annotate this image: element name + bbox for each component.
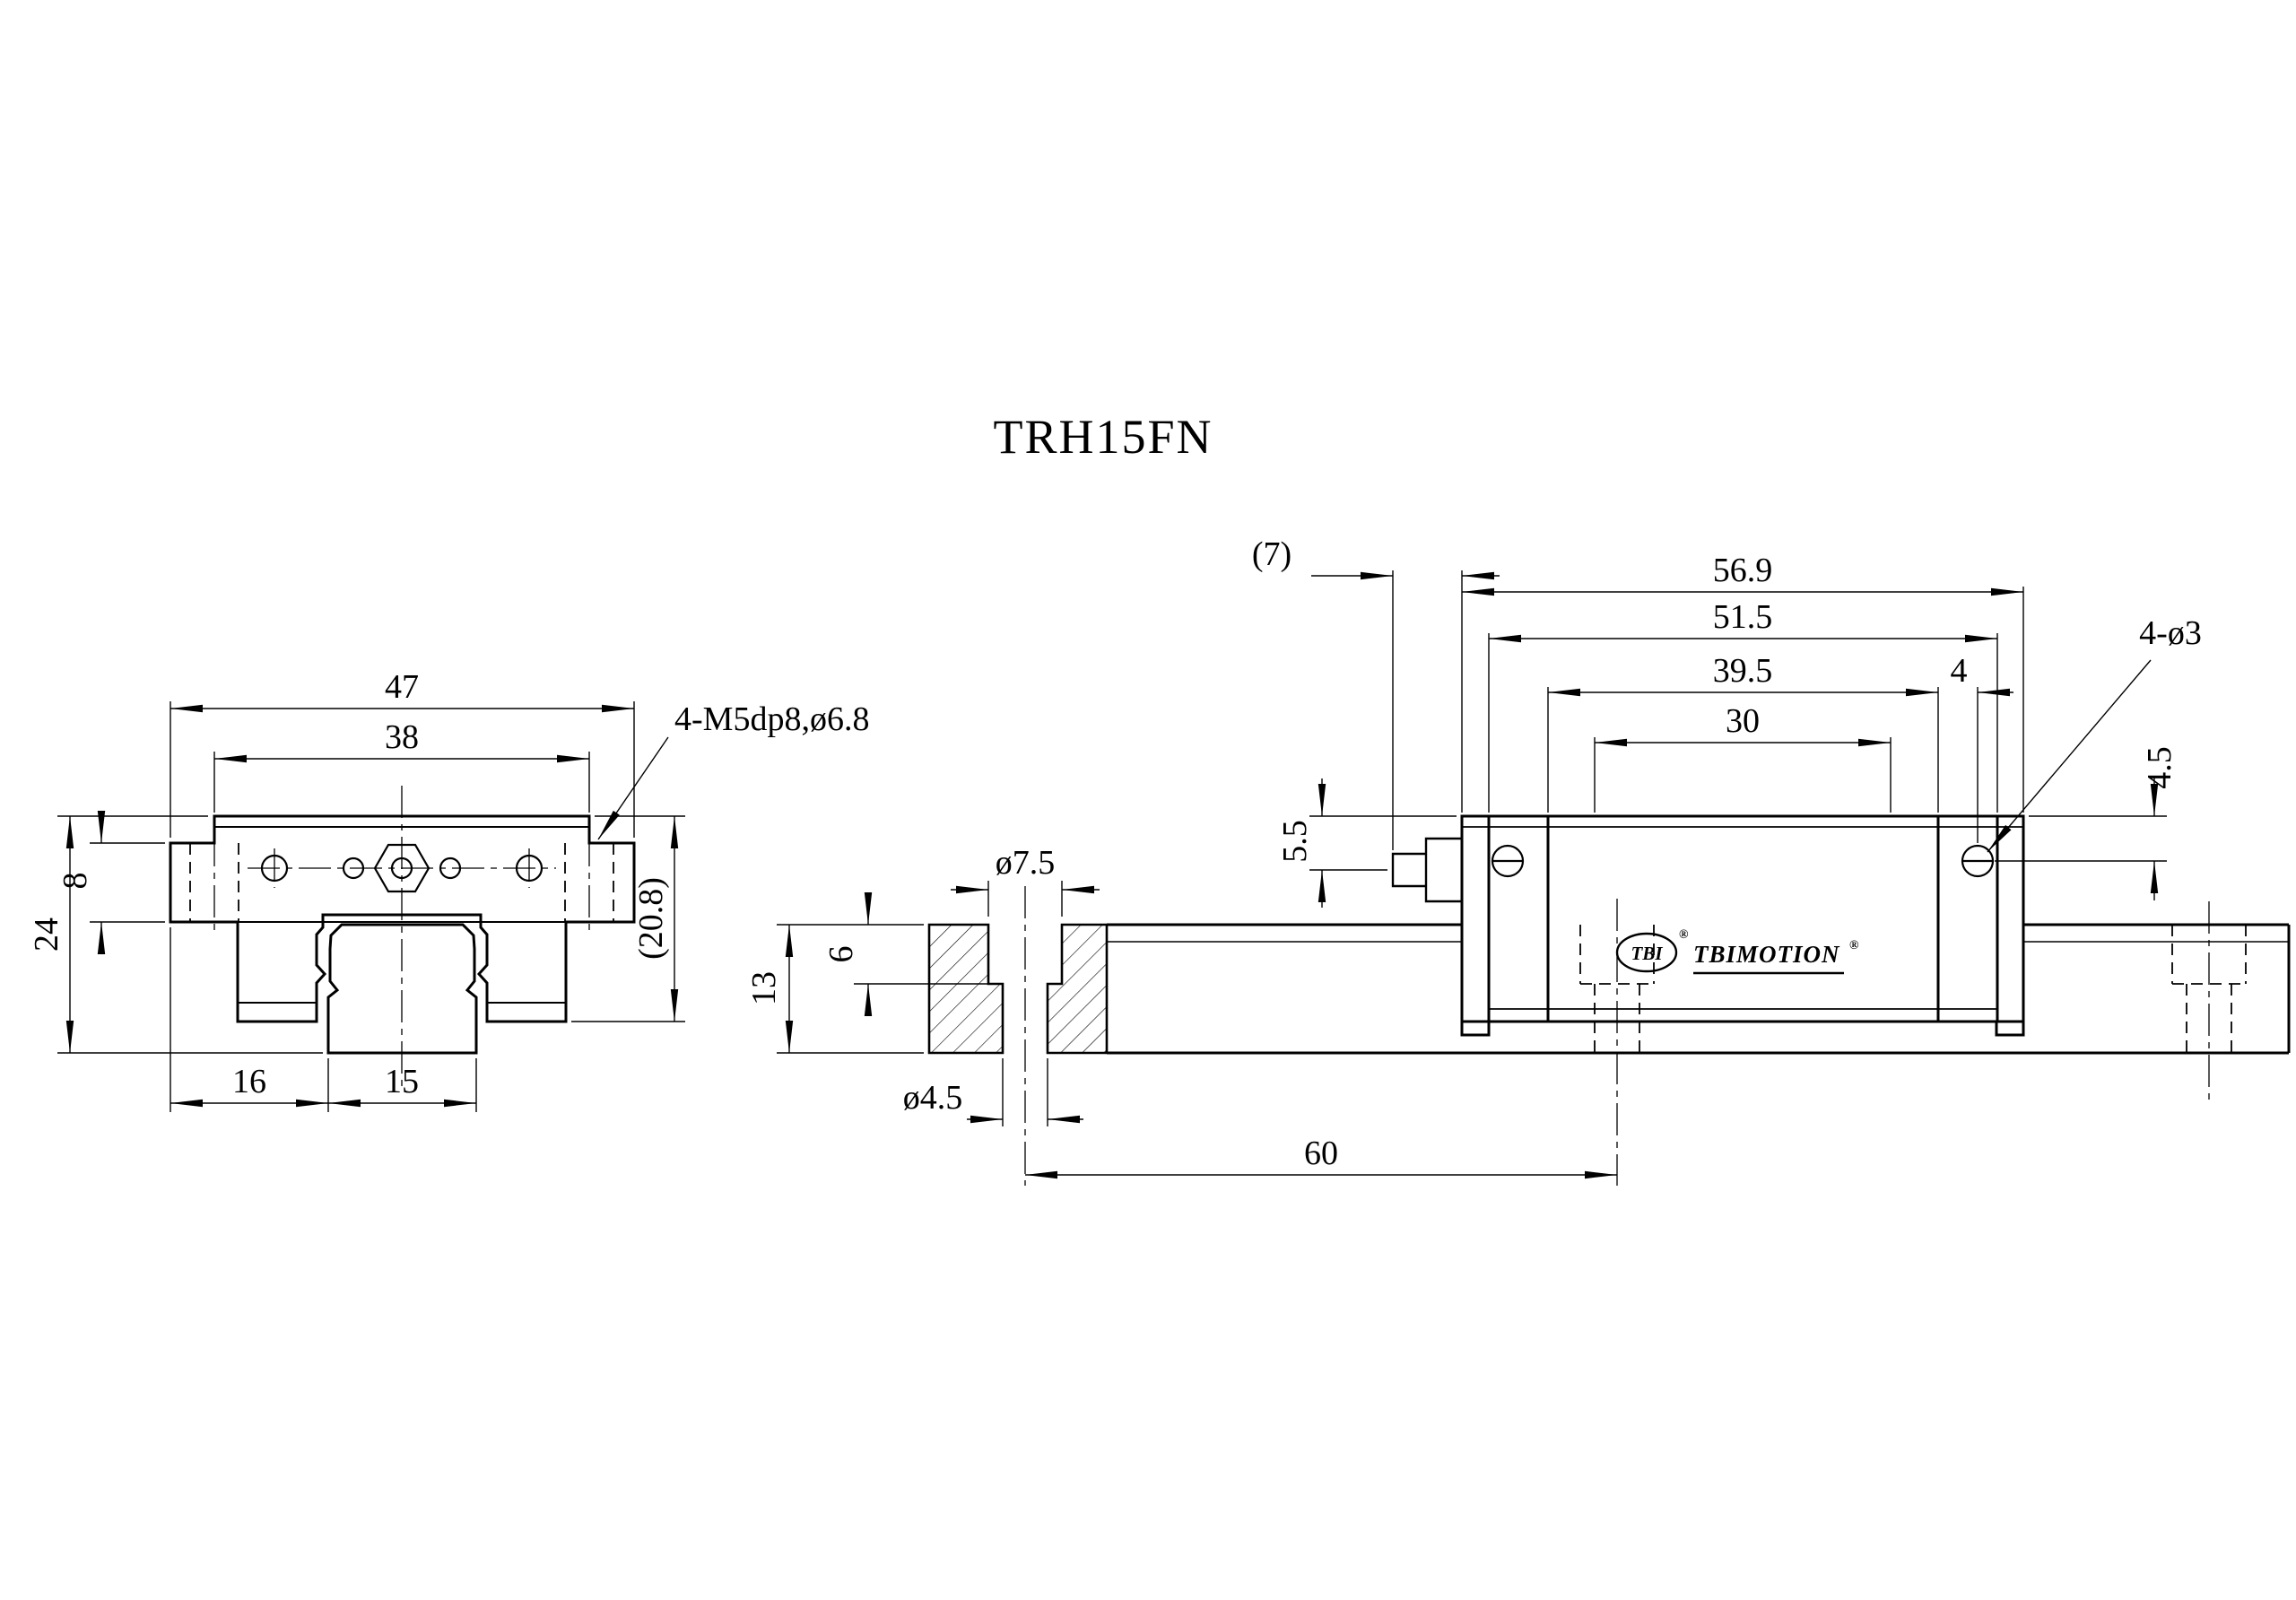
side-view-dimension-texts: (7) 56.9 51.5 39.5 30 4 4-ø3 4.5 5.5 <box>1252 535 2202 863</box>
end-face-hole-inner-left <box>342 857 365 880</box>
dim-rail-height-text: 13 <box>745 971 783 1005</box>
end-face-hole-right <box>515 854 544 883</box>
dim-hole-pitch-text: 30 <box>1726 702 1760 740</box>
dim-body-length-text: 39.5 <box>1713 652 1773 690</box>
side-view-rail <box>1107 923 2291 1055</box>
callout-mount-holes-text: 4-M5dp8,ø6.8 <box>674 700 869 738</box>
rail-cross-section <box>326 923 478 1055</box>
rail-section-dimensions <box>777 881 1617 1179</box>
end-cap-screws <box>1491 844 1995 878</box>
grease-nipple-side <box>1391 837 1462 903</box>
rail-hole-centerlines <box>1616 899 2210 1186</box>
front-view-dimension-texts: 47 38 8 24 (20.8) 16 15 4-M5dp8,ø6.8 <box>28 668 869 1100</box>
logo-name-text: TBIMOTION <box>1693 941 1840 968</box>
dim-block-height-text: (20.8) <box>632 877 670 960</box>
logo-abbr-text: TBI <box>1631 943 1663 964</box>
end-face-hole-left <box>260 854 289 883</box>
dim-nipple-offset-text: 5.5 <box>1276 820 1314 863</box>
rail-section-view: ø7.5 6 13 ø4.5 60 <box>745 844 1617 1186</box>
dim-length-inner-text: 51.5 <box>1713 598 1773 636</box>
dim-counterbore-depth-text: 6 <box>822 946 860 963</box>
dim-flange-thickness-text: 8 <box>57 873 94 890</box>
logo-ellipse <box>1615 932 1678 973</box>
grease-nipple-hex <box>373 843 430 893</box>
flange-hole-hidden-lines <box>189 843 614 922</box>
dim-mount-pitch-text: 60 <box>1304 1135 1338 1172</box>
drawing-title: TRH15FN <box>993 410 1213 464</box>
dim-edge-to-rail-text: 16 <box>232 1063 266 1100</box>
dim-nipple-text: (7) <box>1252 535 1292 573</box>
grease-nipple-bore <box>390 857 413 880</box>
dim-bolt-hole-dia-text: ø4.5 <box>903 1079 963 1117</box>
end-face-features <box>260 843 544 893</box>
side-view-dimensions <box>1309 570 2167 908</box>
callout-side-holes-text: 4-ø3 <box>2139 614 2202 652</box>
rail-hole-hidden-lines <box>1579 925 2247 1053</box>
dim-overall-height-text: 24 <box>28 917 65 952</box>
rail-section-left-solid <box>927 923 1004 1055</box>
side-view: TBI ® TBIMOTION ® <box>1107 535 2291 1186</box>
end-face-hole-inner-right <box>439 857 462 880</box>
dim-total-length-text: 56.9 <box>1713 552 1773 589</box>
block-outline <box>169 814 636 1023</box>
dim-hole-to-edge-text: 4 <box>1951 652 1968 690</box>
brand-logo: TBI ® TBIMOTION ® <box>1615 928 1859 975</box>
dim-counterbore-dia-text: ø7.5 <box>996 844 1056 882</box>
dim-hole-span-text: 38 <box>385 718 419 756</box>
logo-reg-mark-1: ® <box>1679 928 1689 942</box>
dim-overall-width-text: 47 <box>385 668 419 706</box>
logo-reg-mark-2: ® <box>1849 939 1859 952</box>
front-view-dimensions <box>57 701 685 1112</box>
front-view: 47 38 8 24 (20.8) 16 15 4-M5dp8,ø6.8 <box>28 668 869 1112</box>
dim-rail-width-text: 15 <box>385 1063 419 1100</box>
rail-section-dimension-texts: ø7.5 6 13 ø4.5 60 <box>745 844 1338 1172</box>
side-view-block-details <box>1462 826 2023 1010</box>
dim-hole-top-offset-text: 4.5 <box>2141 746 2179 789</box>
